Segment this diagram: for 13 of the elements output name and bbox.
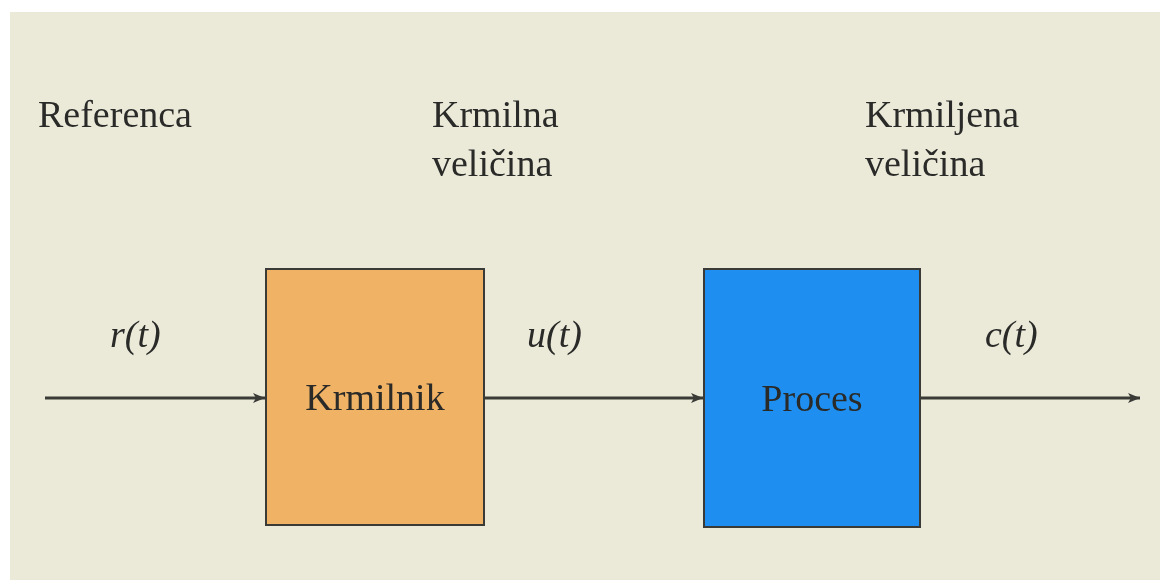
signal-label: c(t) [985, 312, 1038, 356]
arrow [45, 393, 265, 403]
arrow [485, 393, 703, 403]
signal-label: r(t) [110, 312, 161, 356]
signal-name: Krmiljena veličina [865, 92, 1021, 187]
process-box [265, 268, 485, 526]
arrow [921, 393, 1140, 403]
box-label: Proces [761, 376, 863, 420]
process-box [703, 268, 921, 528]
signal-name: Krmilna veličina [432, 92, 560, 187]
signal-name: Referenca [38, 92, 193, 137]
signal-label: u(t) [527, 312, 582, 356]
box-label: Krmilnik [305, 375, 445, 419]
